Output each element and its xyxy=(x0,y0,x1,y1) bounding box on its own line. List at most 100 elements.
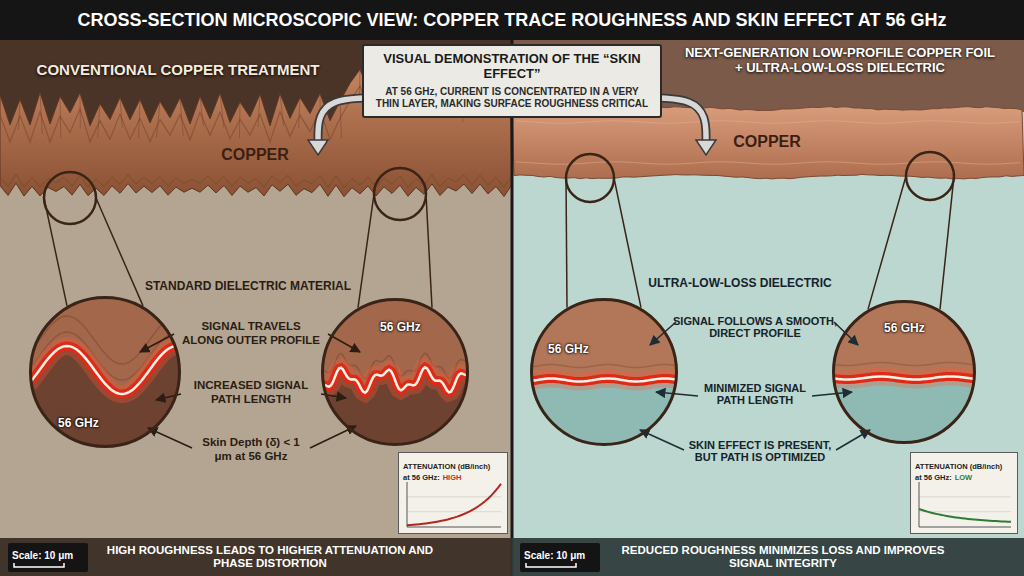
zoom-line xyxy=(358,194,374,308)
chart-ground xyxy=(398,452,508,534)
panel: 56 GHz56 GHzATTENUATION (dB/inch)at 56 G… xyxy=(0,40,512,576)
copper-texture xyxy=(280,93,284,126)
zoom-source-circle xyxy=(566,154,614,202)
copper-texture xyxy=(139,99,140,138)
chart-axis xyxy=(919,482,1011,527)
frequency-label: 56 GHz xyxy=(884,322,925,336)
leader-arrow xyxy=(140,334,174,352)
frequency-label: 56 GHz xyxy=(380,321,421,335)
panel-heading: NEXT-GENERATION LOW-PROFILE COPPER FOIL … xyxy=(680,46,1000,76)
callout-text: Skin Depth (δ) < 1 μm at 56 GHz xyxy=(195,436,307,462)
copper-texture xyxy=(530,365,678,368)
copper-profile xyxy=(321,298,469,393)
callout-text: SKIN EFFECT IS PRESENT, BUT PATH IS OPTI… xyxy=(676,439,844,464)
callout-heading: VISUAL DEMONSTRATION OF THE “SKIN EFFECT… xyxy=(374,52,650,82)
copper-texture xyxy=(0,174,512,187)
scale-label: Scale: 10 μm xyxy=(12,550,73,562)
zoom-line xyxy=(868,176,906,309)
magnified-view xyxy=(530,298,678,446)
grid-line xyxy=(919,496,1011,497)
leader-arrow xyxy=(640,430,684,450)
magnified-view xyxy=(832,300,976,444)
leader-arrow xyxy=(321,394,346,398)
zoom-line xyxy=(96,198,143,306)
copper-texture xyxy=(180,98,183,137)
caption-band-ground xyxy=(512,538,1024,576)
copper-profile xyxy=(832,300,976,380)
copper-texture xyxy=(516,121,1020,123)
material-label: ULTRA-LOW-LOSS DIELECTRIC xyxy=(644,277,836,291)
zoom-source-circle xyxy=(374,168,426,220)
signal-core xyxy=(832,377,976,380)
chart-ground xyxy=(910,452,1018,534)
magnifier-circle: 56 GHz xyxy=(29,296,181,448)
callout-arrow-outline xyxy=(318,98,364,140)
chart-axis xyxy=(407,482,501,527)
callout-text: SIGNAL TRAVELS ALONG OUTER PROFILE xyxy=(180,320,322,346)
copper-texture xyxy=(299,97,300,128)
chart-note: at 56 GHz: xyxy=(403,474,440,483)
chart-value: HIGH xyxy=(443,474,462,483)
zoom-line xyxy=(426,194,432,308)
signal-core xyxy=(29,346,181,394)
magnified-view xyxy=(321,298,469,446)
copper-texture xyxy=(258,94,260,127)
copper-profile xyxy=(530,298,678,382)
caption-text: REDUCED ROUGHNESS MINIMIZES LOSS AND IMP… xyxy=(602,544,964,570)
copper-texture xyxy=(80,93,81,129)
attenuation-curve xyxy=(407,484,501,525)
leader-arrow xyxy=(148,428,192,448)
copper-texture xyxy=(120,97,122,128)
copper-texture xyxy=(200,96,203,126)
magnified-view xyxy=(29,296,181,448)
panel: 56 GHz 56 GHzATTENUATION (dB/inch) at 56 G… xyxy=(512,40,1024,576)
scale-bar xyxy=(526,563,576,567)
signal-glow xyxy=(530,379,678,382)
magnifier-circle: 56 GHz xyxy=(530,298,678,446)
magnified-ground xyxy=(29,296,181,448)
panel-heading: CONVENTIONAL COPPER TREATMENT xyxy=(37,61,320,78)
scale-bar xyxy=(14,563,64,567)
material-label: STANDARD DIELECTRIC MATERIAL xyxy=(141,280,355,294)
copper-texture xyxy=(40,93,42,134)
copper-texture xyxy=(156,101,160,138)
title: CROSS-SECTION MICROSCOPIC VIEW: COPPER T… xyxy=(77,10,946,31)
callout-arrow xyxy=(318,98,364,140)
signal-glow xyxy=(832,377,976,380)
zoom-line xyxy=(614,178,641,308)
leader-arrow xyxy=(650,322,676,345)
copper-profile xyxy=(29,296,181,394)
leader-arrow xyxy=(836,430,870,450)
copper-texture xyxy=(832,363,976,366)
leader-arrow xyxy=(156,394,181,400)
callout-text: INCREASED SIGNAL PATH LENGTH xyxy=(186,379,316,405)
signal-band xyxy=(29,346,181,394)
callout-box: VISUAL DEMONSTRATION OF THE “SKIN EFFECT… xyxy=(362,44,662,118)
caption-band: HIGH ROUGHNESS LEADS TO HIGHER ATTENUATI… xyxy=(0,538,512,576)
copper-texture xyxy=(220,93,224,128)
callout-arrowhead xyxy=(308,140,328,155)
chart-title: ATTENUATION (dB/inch) xyxy=(915,463,1002,472)
caption-text: HIGH ROUGHNESS LEADS TO HIGHER ATTENUATI… xyxy=(100,544,440,570)
leader-arrow xyxy=(656,392,698,396)
signal-band xyxy=(321,367,469,393)
chart-note: at 56 GHz: xyxy=(915,474,952,483)
signal-glow xyxy=(321,367,469,393)
attenuation-curve xyxy=(919,509,1011,522)
title-bar xyxy=(0,0,1024,40)
copper-texture xyxy=(239,102,241,138)
magnifier-circle: 56 GHz xyxy=(832,300,976,444)
chart-inset: ATTENUATION (dB/inch)at 56 GHz:LOW xyxy=(910,452,1018,534)
magnified-ground xyxy=(832,300,976,444)
callout-body: AT 56 GHz, CURRENT IS CONCENTRATED IN A … xyxy=(374,86,650,110)
copper-texture xyxy=(340,101,341,138)
callout-arrowhead xyxy=(696,140,716,155)
caption-band-ground xyxy=(0,538,512,576)
grid-line xyxy=(407,511,501,512)
copper-texture xyxy=(516,162,1020,164)
frequency-label: 56 GHz xyxy=(548,343,589,357)
scale-label: Scale: 10 μm xyxy=(524,550,585,562)
zoom-line xyxy=(566,178,567,308)
signal-glow xyxy=(29,346,181,394)
